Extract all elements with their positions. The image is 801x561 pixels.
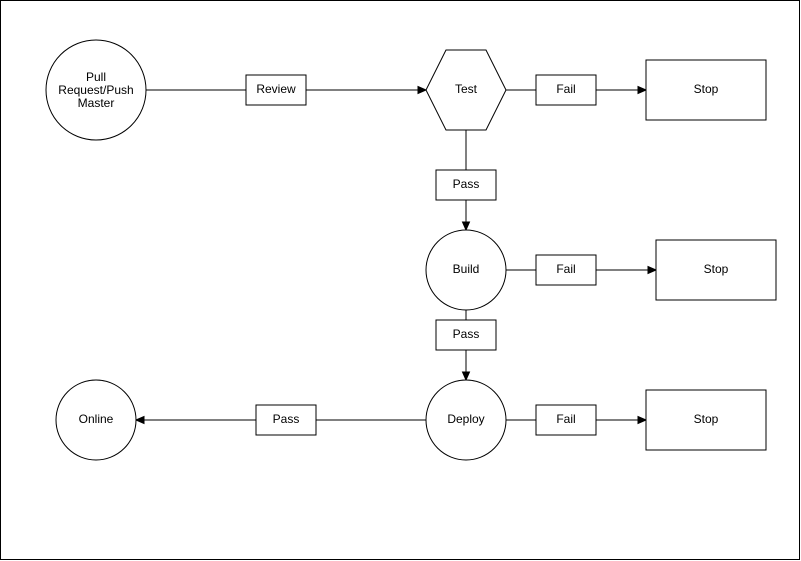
edge-start-to-test-arrow — [417, 85, 428, 95]
node-stop-build-label: Stop — [704, 262, 729, 276]
edge-label-deploy-pass[interactable]: Pass — [255, 404, 317, 436]
node-stop-test[interactable]: Stop — [645, 59, 767, 121]
node-stop-build[interactable]: Stop — [655, 239, 777, 301]
edge-label-review[interactable]: Review — [245, 74, 307, 106]
edge-label-deploy-fail[interactable]: Fail — [535, 404, 597, 436]
node-test[interactable]: Test — [425, 49, 507, 131]
edge-label-deploy-fail-text: Fail — [556, 412, 575, 426]
node-deploy-label: Deploy — [447, 412, 484, 426]
node-test-label: Test — [455, 82, 478, 96]
node-stop-test-label: Stop — [694, 82, 719, 96]
edge-label-test-pass-text: Pass — [453, 177, 480, 191]
node-start[interactable]: Pull Request/Push Master — [45, 39, 147, 141]
edge-label-build-fail-text: Fail — [556, 262, 575, 276]
edge-label-build-pass[interactable]: Pass — [435, 319, 497, 351]
node-stop-deploy[interactable]: Stop — [645, 389, 767, 451]
edge-test-to-build-arrow — [461, 221, 471, 232]
edge-test-to-stop-arrow — [637, 85, 648, 95]
node-build-label: Build — [453, 262, 480, 276]
node-start-label-line-2: Request/Push — [58, 83, 133, 97]
edge-label-test-pass[interactable]: Pass — [435, 169, 497, 201]
edge-build-to-deploy-arrow — [461, 371, 471, 382]
edge-label-test-fail-text: Fail — [556, 82, 575, 96]
edge-label-test-fail[interactable]: Fail — [535, 74, 597, 106]
node-start-label-line-1: Pull — [86, 70, 106, 84]
edge-label-build-pass-text: Pass — [453, 327, 480, 341]
node-start-label-line-3: Master — [78, 96, 115, 110]
edge-label-deploy-pass-text: Pass — [273, 412, 300, 426]
node-online[interactable]: Online — [55, 379, 137, 461]
node-deploy[interactable]: Deploy — [425, 379, 507, 461]
edge-build-to-stop-arrow — [647, 265, 658, 275]
edge-deploy-to-online-arrow — [134, 415, 145, 425]
edge-deploy-to-stop-arrow — [637, 415, 648, 425]
edge-label-build-fail[interactable]: Fail — [535, 254, 597, 286]
edge-label-review-text: Review — [256, 82, 296, 96]
node-online-label: Online — [79, 412, 114, 426]
node-build[interactable]: Build — [425, 229, 507, 311]
node-stop-deploy-label: Stop — [694, 412, 719, 426]
